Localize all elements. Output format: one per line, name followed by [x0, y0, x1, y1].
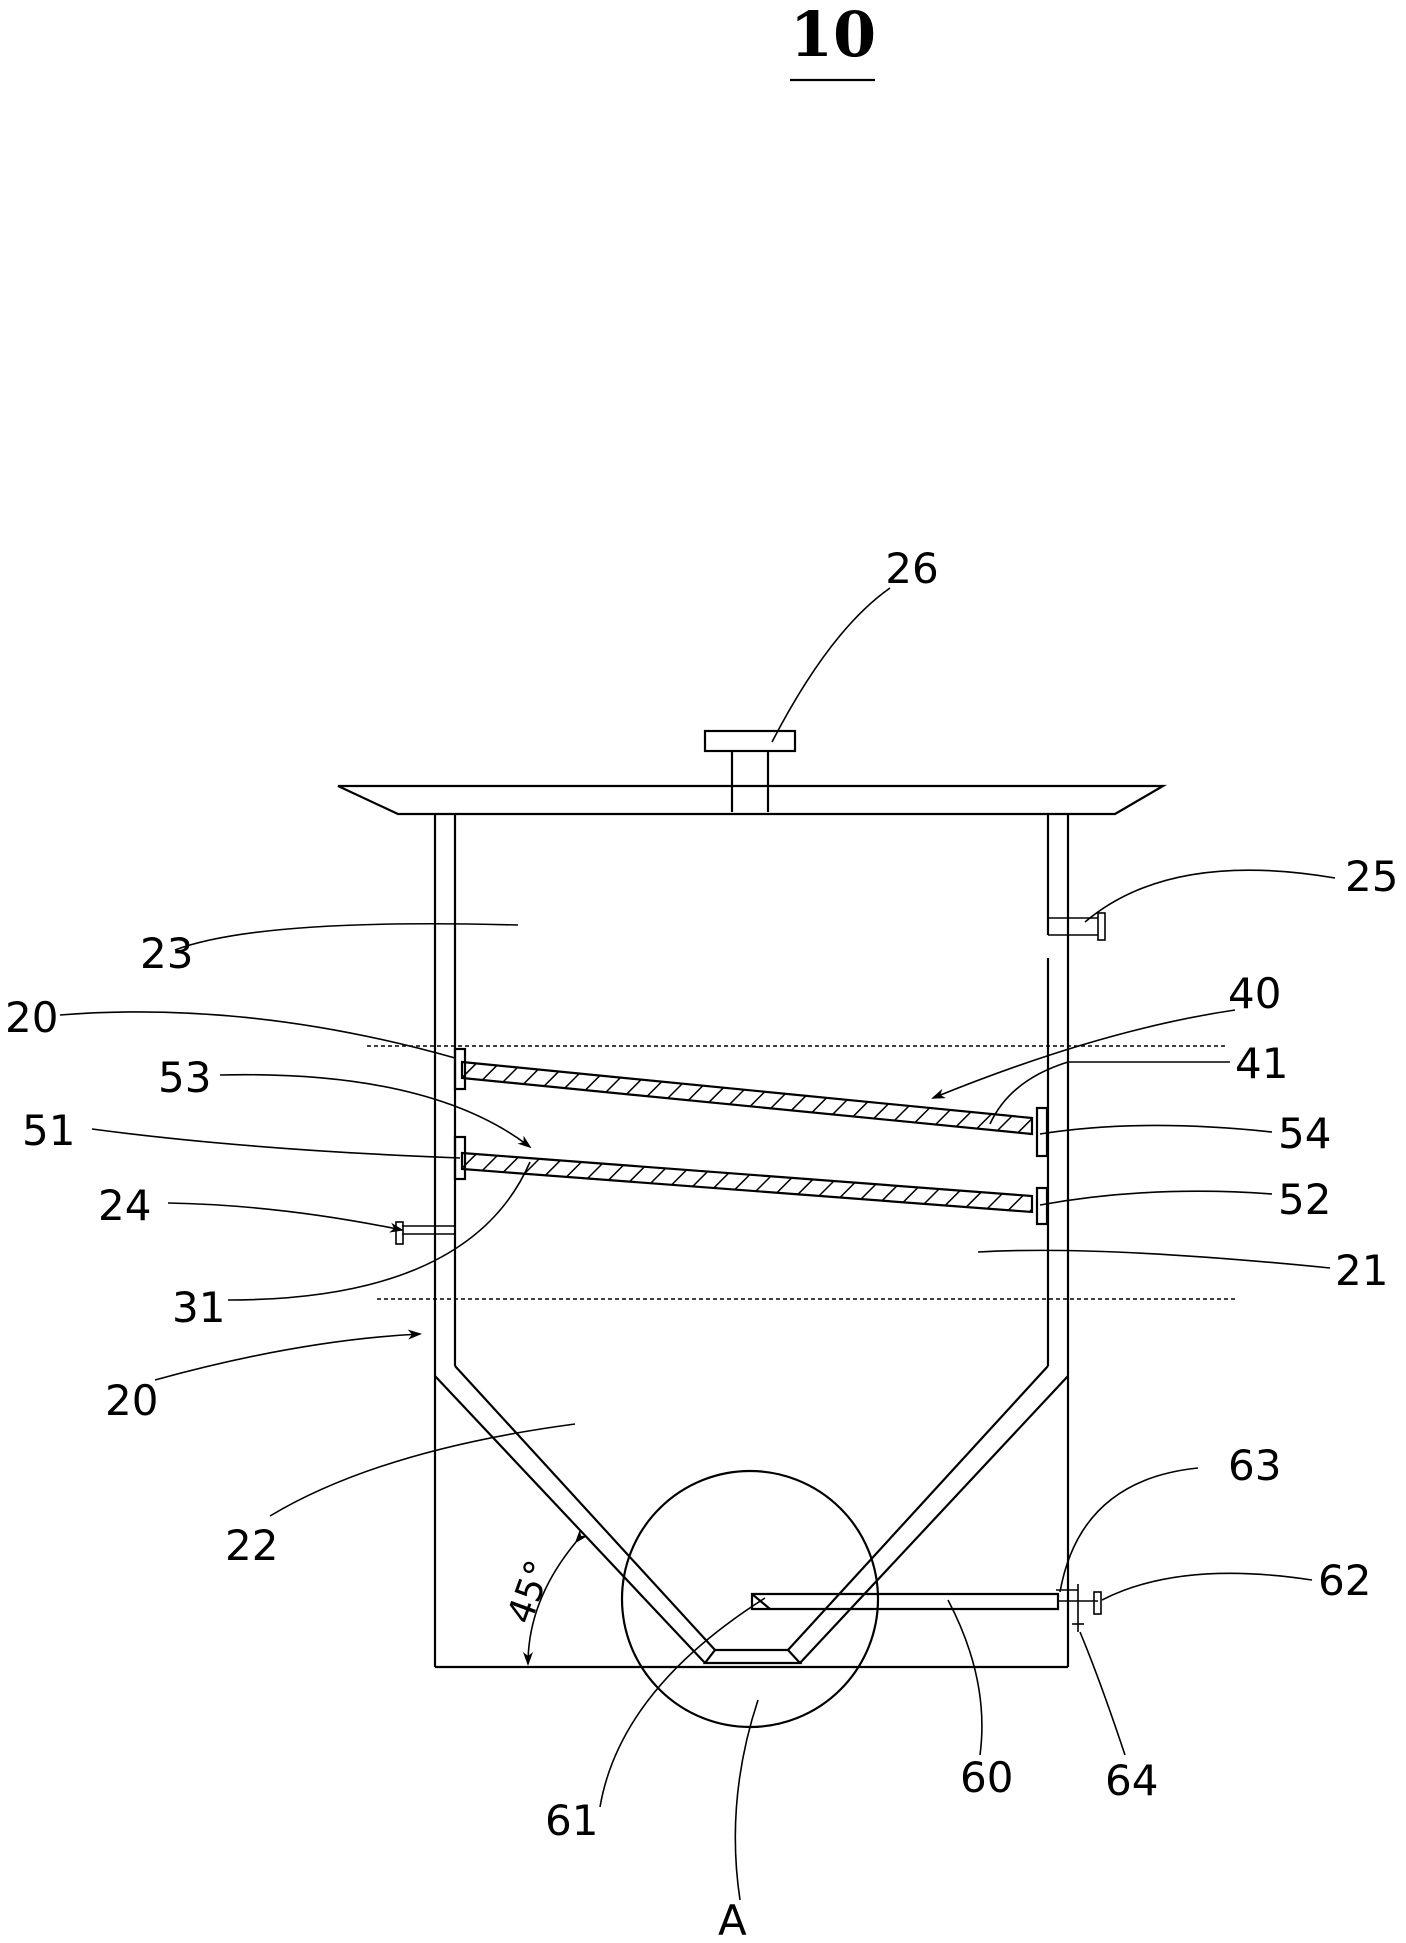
leader-25: [1084, 869, 1336, 923]
detail-circle-a: [620, 1469, 880, 1729]
label-64: 64: [1105, 1756, 1158, 1805]
upper-left-bracket: [453, 1047, 467, 1091]
upper-screen: [453, 1047, 1049, 1158]
top-cap: [703, 729, 797, 753]
leader-64: [1079, 1631, 1126, 1756]
figure-title: 10: [790, 0, 876, 82]
leader-26: [771, 587, 891, 743]
upper-screen-bar: [460, 1060, 1034, 1136]
figure-number: 10: [790, 0, 876, 71]
lid: [337, 729, 1168, 816]
label-25: 25: [1345, 852, 1398, 901]
label-26: 26: [885, 544, 938, 593]
funnel-right-inner: [787, 1365, 1049, 1651]
label-20-lower: 20: [105, 1376, 158, 1425]
label-63: 63: [1228, 1441, 1281, 1490]
leader-52: [1039, 1190, 1273, 1206]
discharge-pipe: [750, 1584, 1102, 1632]
leader-22: [269, 1423, 576, 1517]
pipe-25-flange: [1097, 912, 1106, 941]
outlet-port: [702, 1648, 803, 1665]
leader-20a: [59, 1011, 456, 1059]
leader-62: [1101, 1572, 1313, 1601]
leader-24: [167, 1202, 404, 1233]
label-54: 54: [1278, 1109, 1331, 1158]
funnel-left-inner: [454, 1365, 716, 1651]
leader-a: [734, 1699, 759, 1901]
valve-62: [1093, 1591, 1102, 1615]
label-53: 53: [158, 1053, 211, 1102]
label-52: 52: [1278, 1175, 1331, 1224]
pipe-60-body: [750, 1592, 1060, 1611]
leader-53: [219, 1073, 532, 1149]
upper-right-bracket: [1035, 1106, 1049, 1158]
label-40: 40: [1228, 969, 1281, 1018]
leader-41: [989, 1061, 1230, 1125]
label-60: 60: [960, 1753, 1013, 1802]
label-24: 24: [98, 1181, 151, 1230]
pipe-24: [395, 1221, 455, 1245]
angle-arc: [523, 1529, 588, 1666]
funnel-left-outer: [434, 1375, 706, 1664]
leader-54: [1039, 1124, 1273, 1135]
angle-label: 45°: [500, 1555, 560, 1629]
leader-21: [977, 1249, 1331, 1269]
label-41: 41: [1235, 1039, 1288, 1088]
leader-31: [227, 1161, 531, 1301]
angle-indicator: 45°: [500, 1529, 588, 1666]
label-21: 21: [1335, 1246, 1388, 1295]
leader-63: [1059, 1467, 1199, 1593]
pipe-24-flange: [395, 1221, 404, 1245]
leader-51: [91, 1128, 461, 1159]
leader-40: [931, 1009, 1236, 1099]
label-62: 62: [1318, 1556, 1371, 1605]
tank-body: [433, 814, 1070, 1669]
leader-20b: [154, 1329, 422, 1381]
label-51: 51: [22, 1106, 75, 1155]
lid-plate: [337, 784, 1168, 816]
label-22: 22: [225, 1521, 278, 1570]
lower-screen-bar: [460, 1151, 1034, 1214]
label-23: 23: [140, 929, 193, 978]
leader-61: [599, 1597, 766, 1808]
label-31: 31: [172, 1283, 225, 1332]
pipe-25: [1048, 912, 1106, 941]
lower-screen: [453, 1135, 1049, 1226]
label-20-upper: 20: [5, 993, 58, 1042]
funnel-right-outer: [799, 1375, 1069, 1664]
lower-right-bracket: [1035, 1186, 1049, 1226]
leader-23: [174, 922, 519, 951]
leader-60: [947, 1599, 983, 1756]
label-a: A: [718, 1896, 747, 1943]
leader-lines: [59, 587, 1336, 1901]
label-61: 61: [545, 1796, 598, 1845]
reference-numerals: 26 25 23 40 20 41 53 54 51 52 24 21 31 2…: [5, 544, 1398, 1943]
